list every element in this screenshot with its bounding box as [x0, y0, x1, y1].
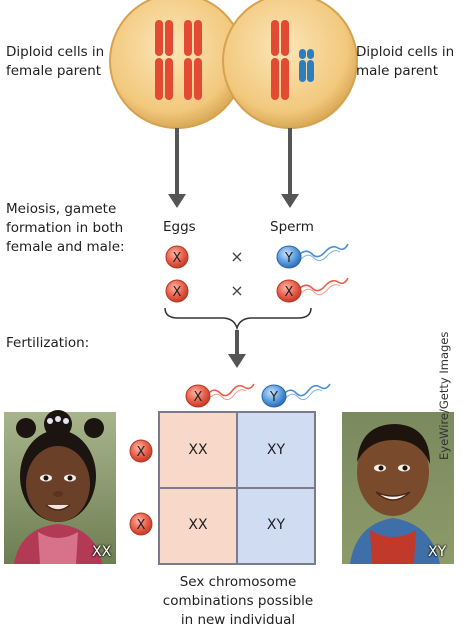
y-chromosome: [299, 49, 314, 82]
svg-text:Y: Y: [269, 390, 278, 405]
label-meiosis-line-1: Meiosis, gamete: [6, 201, 117, 217]
x-chromosome-2: [184, 20, 202, 100]
label-meiosis-line-3: female and male:: [6, 239, 125, 255]
svg-text:X: X: [285, 285, 294, 300]
label-diploid-female: Diploid cells in female parent: [6, 43, 104, 81]
sperm-x: X: [276, 277, 349, 303]
egg-x-1: X: [165, 245, 189, 269]
female-diploid-cell: [109, 0, 245, 129]
caption-line-3: in new individual: [180, 612, 296, 628]
male-diploid-cell: [222, 0, 358, 129]
punnett-cell-xx-1: XX: [188, 442, 208, 458]
label-diploid-male-line-2: male parent: [356, 63, 439, 79]
gamete-brace: [164, 307, 312, 331]
x-chromosome-male: [271, 20, 289, 100]
punnett-top-sperm-y: Y: [261, 383, 331, 408]
label-diploid-male: Diploid cells in male parent: [356, 43, 454, 81]
punnett-cell-xy-2: XY: [266, 517, 286, 533]
label-meiosis-line-2: formation in both: [6, 220, 124, 236]
girl-photo: [4, 410, 116, 564]
label-meiosis: Meiosis, gamete formation in both female…: [6, 200, 125, 257]
cross-symbol-1: ×: [230, 247, 243, 266]
girl-photo-tag: XX: [92, 544, 112, 560]
punnett-cell-xy-1: XY: [266, 442, 286, 458]
caption: Sex chromosome combinations possible in …: [150, 573, 326, 630]
caption-line-1: Sex chromosome: [179, 574, 297, 590]
svg-text:X: X: [173, 285, 182, 300]
svg-text:X: X: [137, 445, 146, 460]
punnett-left-egg-x-1: X: [129, 439, 153, 463]
punnett-top-egg-x: X: [185, 383, 255, 408]
label-eggs: Eggs: [163, 219, 196, 235]
sperm-y: Y: [276, 243, 349, 269]
arrow-to-fertilization: [228, 330, 246, 368]
cross-symbol-2: ×: [230, 281, 243, 300]
punnett-left-egg-x-2: X: [129, 512, 153, 536]
svg-text:Y: Y: [284, 251, 293, 266]
x-chromosome-1: [155, 20, 173, 100]
punnett-square: [158, 411, 316, 565]
svg-text:X: X: [194, 390, 203, 405]
caption-line-2: combinations possible: [162, 593, 314, 609]
boy-photo: [342, 412, 454, 564]
label-diploid-male-line-1: Diploid cells in: [356, 44, 455, 60]
arrow-male-to-sperm: [281, 128, 299, 208]
punnett-cell-xx-2: XX: [188, 517, 208, 533]
label-fertilization: Fertilization:: [6, 335, 90, 351]
label-diploid-female-line-2: female parent: [6, 63, 102, 79]
label-sperm: Sperm: [270, 219, 314, 235]
egg-x-2: X: [165, 279, 189, 303]
boy-photo-tag: XY: [428, 544, 447, 560]
arrow-female-to-eggs: [168, 128, 186, 208]
svg-text:X: X: [173, 251, 182, 266]
label-diploid-female-line-1: Diploid cells in: [6, 44, 105, 60]
svg-text:X: X: [137, 518, 146, 533]
photo-credit: EyeWire/Getty Images: [437, 331, 451, 460]
